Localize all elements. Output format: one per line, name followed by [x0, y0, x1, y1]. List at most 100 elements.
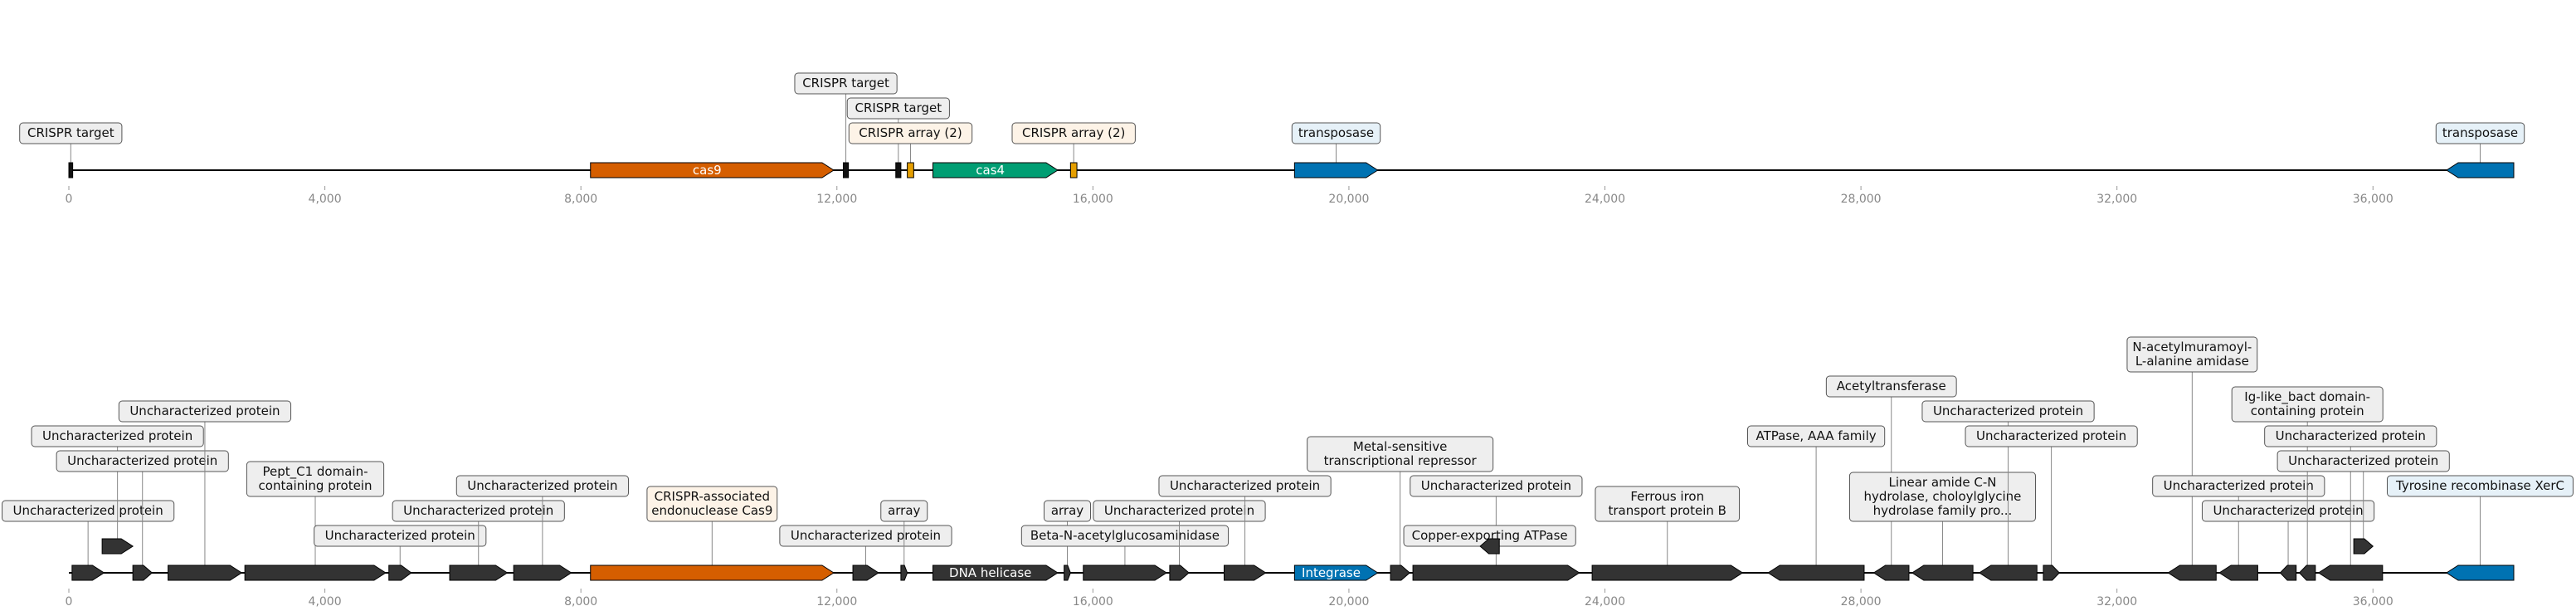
gene-feature[interactable]: array — [1043, 500, 1091, 581]
feature-label-box — [1825, 375, 1957, 398]
gene-feature[interactable]: CRISPR target — [846, 97, 950, 178]
axis-tick-label: 24,000 — [1585, 595, 1625, 609]
axis-tick-label: 32,000 — [2096, 193, 2137, 206]
axis-tick-label: 4,000 — [309, 193, 342, 206]
gene-feature[interactable]: Tyrosine recombinase XerC — [2386, 475, 2574, 581]
feature-arrow — [852, 565, 879, 581]
gene-feature[interactable]: Uncharacterized protein — [2201, 500, 2375, 581]
feature-label-box — [2152, 475, 2325, 497]
gene-feature[interactable]: transposase — [2435, 122, 2525, 178]
feature-label: Uncharacterized protein — [1933, 403, 2083, 418]
gene-feature[interactable]: Pept_C1 domain-containing protein — [244, 461, 387, 581]
axis-tick-label: 28,000 — [1841, 193, 1882, 206]
feature-label: Uncharacterized protein — [13, 503, 163, 518]
feature-label: array — [1051, 503, 1083, 518]
feature-arrow — [2043, 565, 2060, 581]
gene-feature[interactable]: Uncharacterized protein — [1921, 400, 2095, 581]
feature-label: N-acetylmuramoyl-L-alanine amidase — [2132, 340, 2252, 369]
gene-feature[interactable]: cas9 — [590, 162, 835, 178]
feature-arrow — [1479, 538, 1500, 555]
gene-feature[interactable]: CRISPR array (2) — [1011, 122, 1136, 178]
feature-label: Pept_C1 domain-containing protein — [259, 464, 373, 493]
gene-feature[interactable]: CRISPR array (2) — [848, 122, 973, 178]
feature-label: Uncharacterized protein — [129, 403, 280, 418]
gene-feature[interactable]: Uncharacterized protein — [392, 500, 565, 581]
feature-label-box — [2277, 450, 2450, 472]
feature-label: Uncharacterized protein — [1104, 503, 1254, 518]
feature-label: Tyrosine recombinase XerC — [2395, 478, 2564, 493]
feature-arrow — [1224, 565, 1267, 581]
feature-label-box — [455, 475, 629, 497]
gene-feature[interactable]: Uncharacterized protein — [2277, 450, 2450, 555]
gene-feature[interactable]: cas4 — [932, 162, 1059, 178]
axis-tick-label: 16,000 — [1073, 595, 1113, 609]
feature-label-box — [2264, 425, 2437, 447]
gene-feature[interactable]: Uncharacterized protein — [2152, 475, 2325, 581]
feature-arrow — [932, 162, 1059, 178]
feature-label: Uncharacterized protein — [42, 428, 192, 443]
feature-label: Uncharacterized protein — [403, 503, 553, 518]
feature-label: transposase — [2442, 125, 2518, 140]
gene-feature[interactable]: Uncharacterized protein — [1158, 475, 1332, 581]
feature-arrow — [388, 565, 412, 581]
gene-feature[interactable]: Uncharacterized protein — [56, 450, 229, 581]
gene-feature[interactable]: Beta-N-acetylglucosaminidase — [1020, 525, 1230, 581]
feature-label: CRISPR target — [802, 76, 889, 90]
gene-feature[interactable]: Uncharacterized protein — [2, 500, 175, 581]
feature-label: Uncharacterized protein — [1976, 428, 2126, 443]
feature-label: array — [888, 503, 920, 518]
gene-feature[interactable]: Uncharacterized protein — [2264, 425, 2437, 581]
feature-arrow — [101, 538, 134, 555]
feature-label: Copper-exporting ATPase — [1412, 528, 1568, 543]
gene-feature[interactable]: Uncharacterized protein — [1093, 500, 1266, 581]
feature-label-box — [1965, 425, 2138, 447]
gene-feature[interactable]: array — [880, 500, 928, 581]
gene-feature[interactable]: ATPase, AAA family — [1747, 425, 1886, 581]
gene-feature[interactable]: N-acetylmuramoyl-L-alanine amidase — [2126, 336, 2258, 581]
feature-label: ATPase, AAA family — [1756, 428, 1877, 443]
feature-arrow — [449, 565, 509, 581]
gene-feature[interactable]: Copper-exporting ATPase — [1403, 525, 1576, 555]
feature-arrow — [590, 565, 835, 581]
feature-label: CRISPR target — [27, 125, 114, 140]
gene-feature[interactable]: Acetyltransferase — [1825, 375, 1957, 581]
gene-feature[interactable]: CRISPR target — [794, 72, 898, 178]
gene-feature[interactable]: CRISPR target — [19, 122, 123, 178]
gene-feature[interactable]: transposase — [1291, 122, 1381, 178]
feature-label: Uncharacterized protein — [1421, 478, 1571, 493]
gene-feature[interactable]: Integrase — [1293, 565, 1379, 581]
gene-feature[interactable]: DNA helicase — [932, 565, 1059, 581]
feature-inner-label: Integrase — [1302, 565, 1361, 580]
feature-label-box — [2201, 500, 2375, 522]
axis-tick-label: 20,000 — [1328, 193, 1369, 206]
feature-arrow — [2218, 565, 2258, 581]
gene-feature[interactable]: Uncharacterized protein — [455, 475, 629, 581]
gene-feature[interactable]: Uncharacterized protein — [1410, 475, 1583, 581]
gene-feature[interactable]: Uncharacterized protein — [779, 525, 952, 581]
feature-arrow — [1591, 565, 1744, 581]
feature-label: Uncharacterized protein — [1170, 478, 1320, 493]
axis-tick-label: 0 — [66, 193, 73, 206]
feature-label-box — [1093, 500, 1266, 522]
gene-feature[interactable]: Uncharacterized protein — [1965, 425, 2138, 581]
gene-feature[interactable]: Uncharacterized protein — [314, 525, 487, 581]
feature-marker — [842, 162, 850, 178]
gene-feature[interactable]: Uncharacterized protein — [118, 400, 292, 581]
feature-arrow — [2279, 565, 2297, 581]
feature-inner-label: cas9 — [693, 163, 722, 178]
gene-feature[interactable]: Uncharacterized protein — [31, 425, 204, 555]
feature-arrow — [590, 162, 835, 178]
feature-arrow — [2446, 565, 2515, 581]
gene-feature[interactable]: Ig-like_bact domain-containing protein — [2231, 386, 2384, 581]
feature-marker — [68, 162, 74, 178]
feature-label-box — [1043, 500, 1091, 522]
feature-arrow — [2298, 565, 2316, 581]
